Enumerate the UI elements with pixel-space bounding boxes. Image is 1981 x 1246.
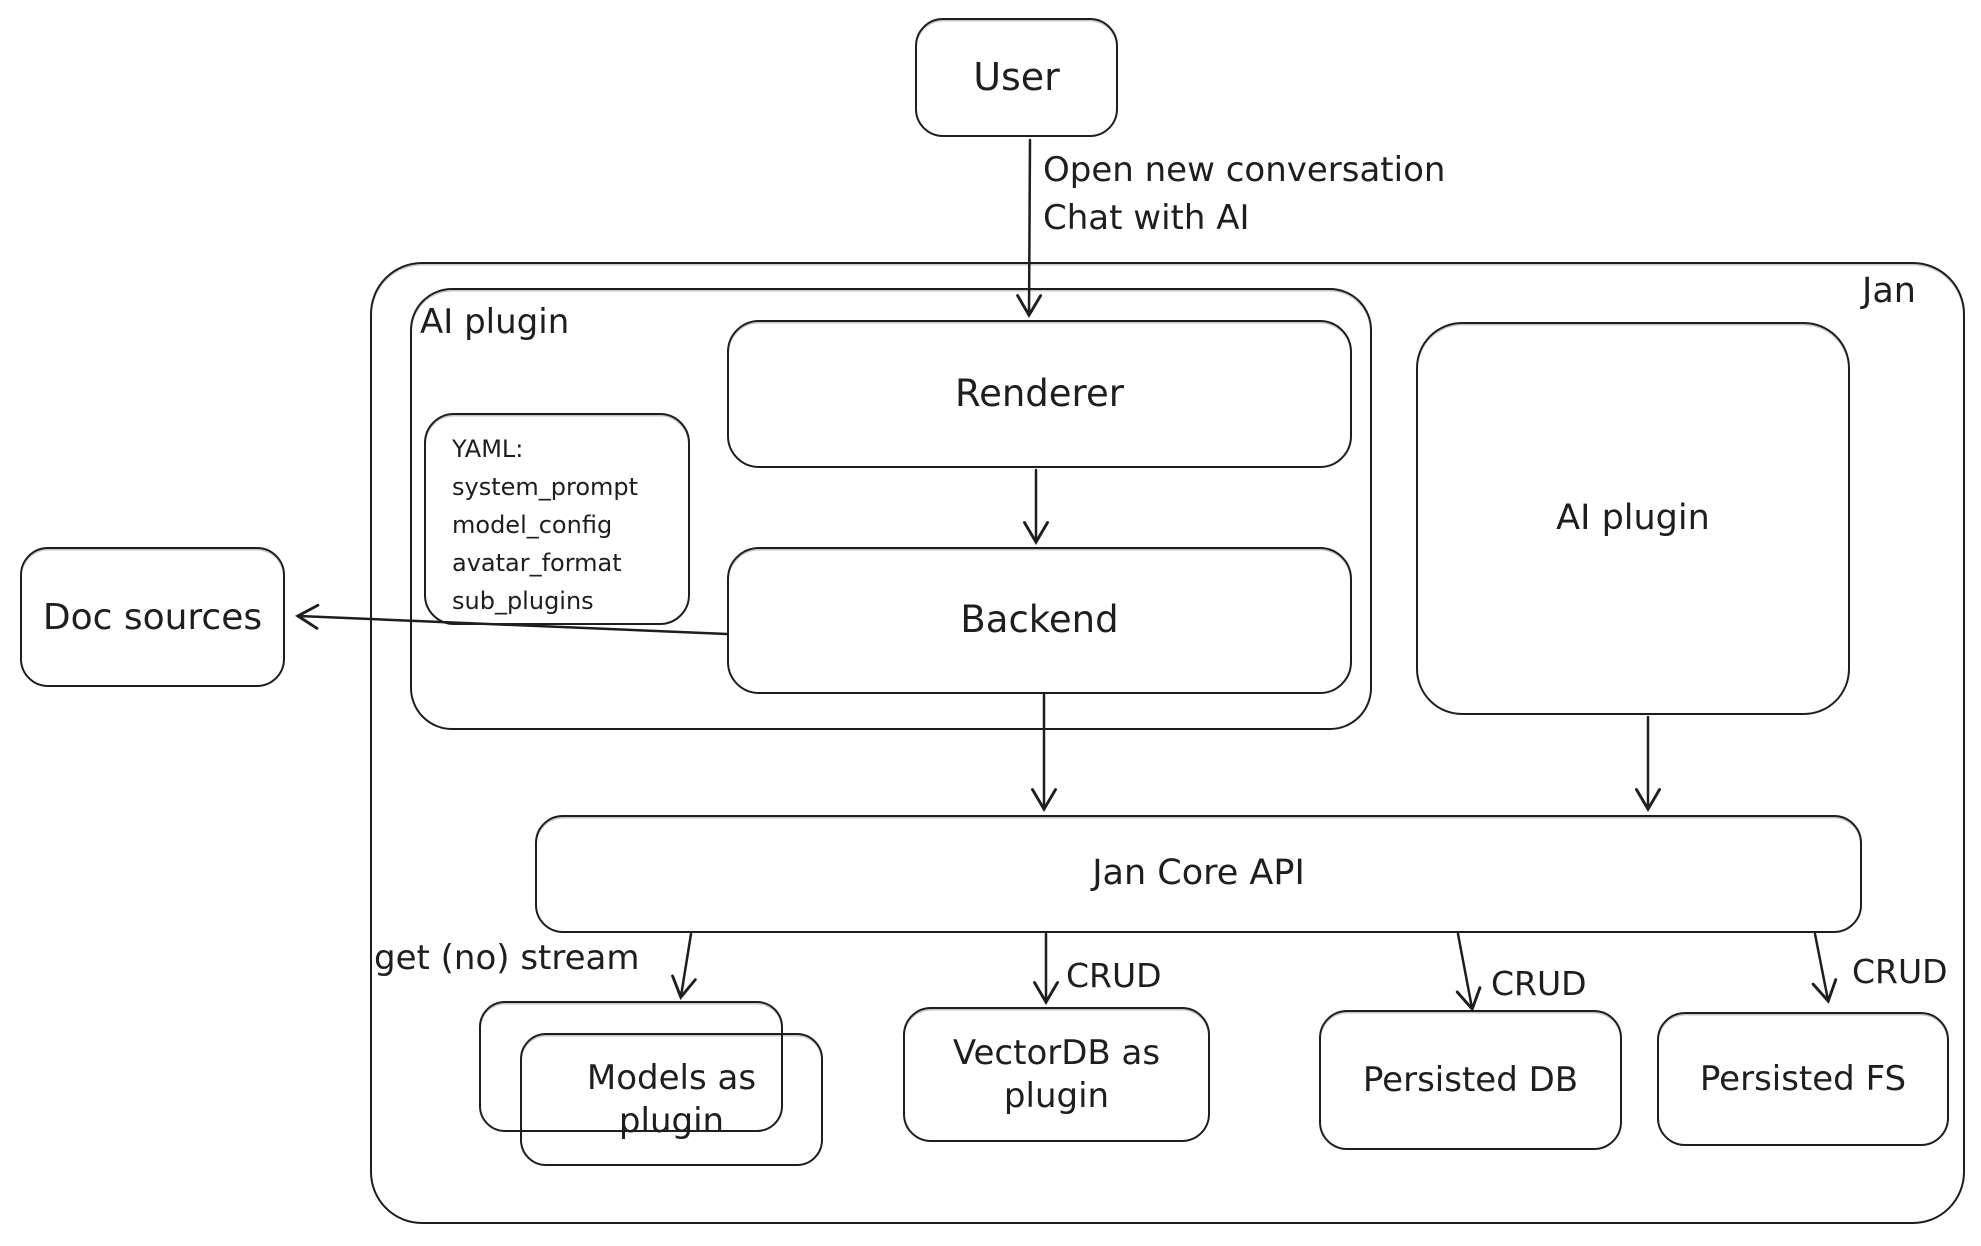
backend-node-label: Backend (960, 598, 1119, 642)
yaml-note-item: model_config (452, 510, 613, 539)
jan-container (370, 262, 1965, 1224)
renderer-node: Renderer (727, 320, 1352, 468)
ai-plugin-node-label: AI plugin (1556, 497, 1710, 538)
ai-plugin-group (410, 288, 1372, 730)
yaml-note: YAML: system_prompt model_config avatar_… (424, 413, 690, 625)
edge-label-get-stream: get (no) stream (374, 938, 640, 978)
jan-container-label: Jan (1862, 271, 1916, 311)
user-node: User (915, 18, 1118, 137)
ai-plugin-group-label: AI plugin (420, 302, 570, 342)
renderer-node-label: Renderer (955, 371, 1124, 415)
jan-core-api-node: Jan Core API (535, 815, 1862, 933)
vector-db-node: VectorDB as plugin (903, 1007, 1210, 1142)
persisted-fs-node-label: Persisted FS (1699, 1058, 1907, 1099)
yaml-note-item: sub_plugins (452, 586, 594, 615)
yaml-note-title: YAML: (452, 435, 524, 463)
ai-plugin-node: AI plugin (1416, 322, 1850, 715)
backend-node: Backend (727, 547, 1352, 694)
persisted-db-node: Persisted DB (1319, 1010, 1622, 1150)
yaml-note-item: avatar_format (452, 548, 622, 577)
edge-label-crud-vectordb: CRUD (1066, 956, 1162, 995)
edge-label-user-flow-line2: Chat with AI (1043, 198, 1250, 239)
models-plugin-node: Models as plugin (520, 1033, 823, 1166)
models-plugin-back-box (479, 1001, 783, 1132)
edge-label-crud-persisted-db: CRUD (1491, 964, 1587, 1003)
persisted-fs-node: Persisted FS (1657, 1012, 1949, 1146)
models-plugin-label: Models as plugin (586, 1058, 757, 1141)
vector-db-node-label: VectorDB as plugin (952, 1033, 1161, 1116)
edge-label-user-flow-line1: Open new conversation (1043, 150, 1446, 190)
doc-sources-node: Doc sources (20, 547, 285, 687)
doc-sources-node-label: Doc sources (42, 596, 263, 638)
jan-core-api-node-label: Jan Core API (1092, 853, 1305, 894)
user-node-label: User (973, 54, 1060, 99)
persisted-db-node-label: Persisted DB (1362, 1059, 1579, 1100)
yaml-note-item: system_prompt (452, 472, 639, 501)
edge-label-crud-persisted-fs: CRUD (1852, 952, 1948, 991)
edge-label-user-flow: Open new conversation Chat with AI (1043, 146, 1445, 243)
